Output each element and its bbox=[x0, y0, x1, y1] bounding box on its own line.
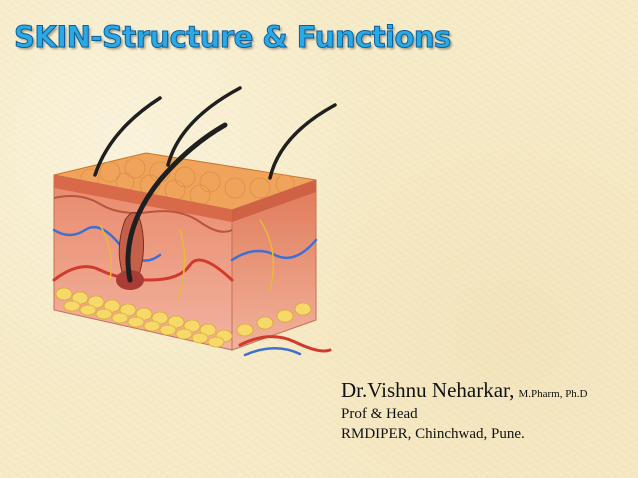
slide-title: SKIN-Structure & Functions bbox=[14, 20, 452, 55]
author-name-line: Dr.Vishnu Neharkar,M.Pharm, Ph.D bbox=[341, 378, 588, 403]
author-name: Dr.Vishnu Neharkar, bbox=[341, 378, 515, 402]
author-affiliation: RMDIPER, Chinchwad, Pune. bbox=[341, 426, 525, 442]
skin-cross-section-icon bbox=[52, 86, 337, 357]
author-role: Prof & Head bbox=[341, 406, 418, 422]
author-degree: M.Pharm, Ph.D bbox=[518, 388, 588, 400]
author-block: Dr.Vishnu Neharkar,M.Pharm, Ph.D Prof & … bbox=[341, 378, 588, 443]
